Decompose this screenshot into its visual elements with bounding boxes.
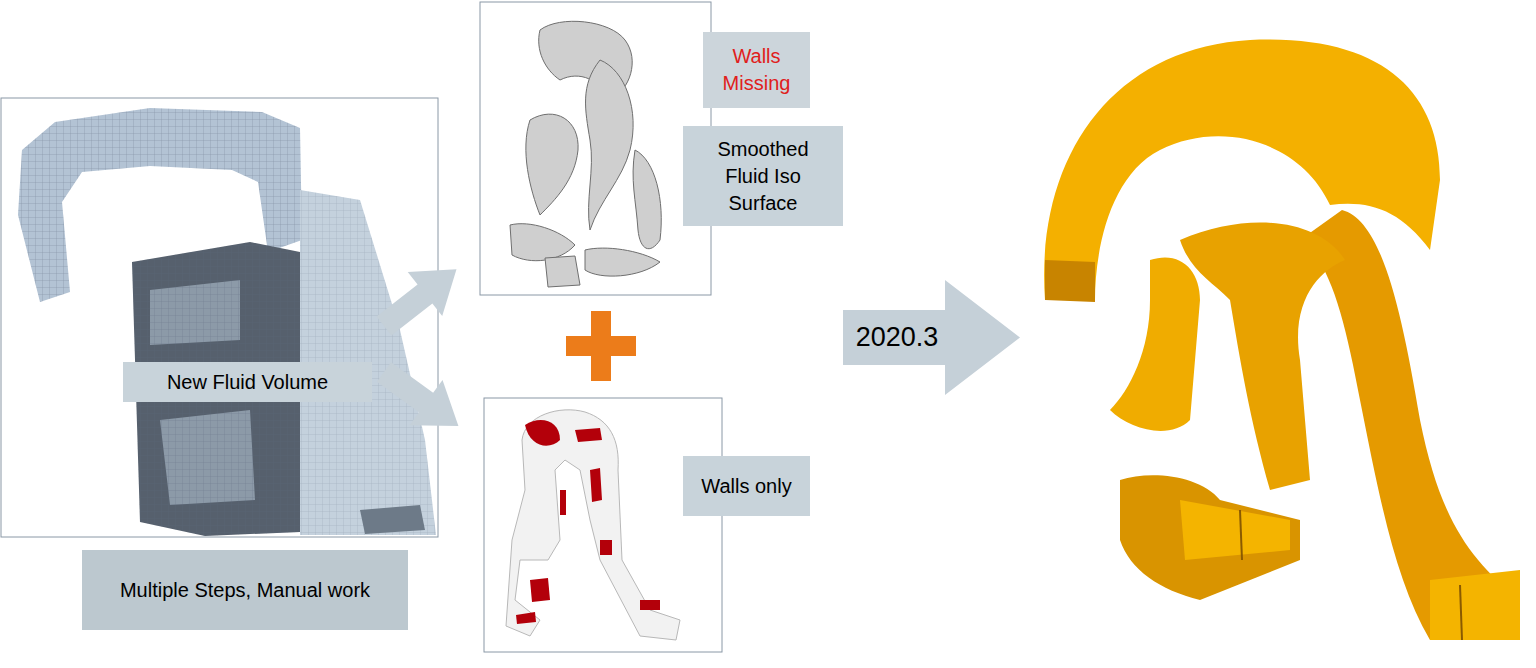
label-box: Smoothed Fluid Iso Surface [683,126,843,226]
node-text: Smoothed Fluid Iso Surface [703,136,823,217]
node-text: 2020.3 [856,319,939,355]
image-panel [480,2,711,295]
block-arrow [367,247,474,348]
fluid-volume-result [1044,40,1520,640]
image-panel [1,98,438,537]
version-arrow: 2020.3 [843,280,1020,395]
label-box: Walls only [683,456,810,516]
wall-surfaces [506,410,680,640]
image-panel [484,398,722,652]
block-arrow [368,349,475,448]
plus-sign [566,311,636,381]
node-text: Walls Missing [713,43,800,97]
iso-surface-fragments [510,21,661,287]
warning-box: Walls Missing [703,32,810,108]
note-box: Multiple Steps, Manual work [82,550,408,630]
label-box: New Fluid Volume [123,362,372,402]
node-text: New Fluid Volume [167,369,328,396]
node-text: Walls only [701,473,791,500]
node-text: Multiple Steps, Manual work [120,577,370,604]
voxel-fluid-volume [18,108,436,536]
